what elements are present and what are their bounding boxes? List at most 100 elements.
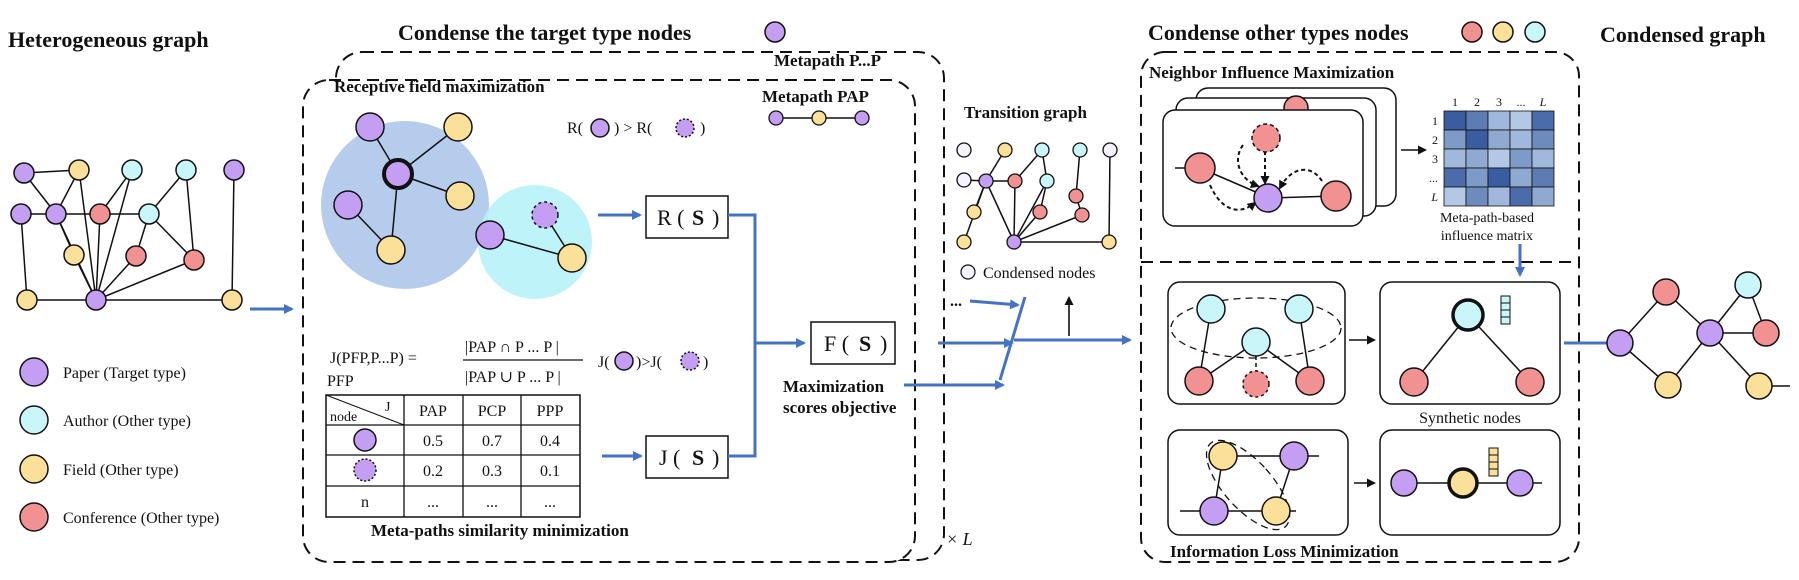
matrix-cell <box>1531 167 1555 188</box>
dashed-conference-node <box>1242 370 1270 398</box>
author-node <box>1241 327 1271 357</box>
condensed-node <box>1102 142 1118 158</box>
neighbor-title: Neighbor Influence Maximization <box>1149 63 1395 82</box>
matrix-cell <box>1509 186 1533 207</box>
formula-denominator: |PAP ∪ P ... P | <box>465 369 561 386</box>
author-node <box>1734 271 1762 299</box>
table-cell: 0.1 <box>540 463 560 480</box>
author-node <box>1034 142 1050 158</box>
r-box-s: S <box>692 205 704 230</box>
paper-node <box>1253 183 1283 213</box>
matrix-cell <box>1465 148 1489 169</box>
receptive-field-large <box>321 121 489 289</box>
field-node <box>443 112 473 142</box>
legend-field-label: Field (Other type) <box>63 462 179 479</box>
table-corner-j: J <box>385 400 391 415</box>
matrix-cell <box>1443 148 1467 169</box>
paper-node <box>531 201 559 229</box>
transition-graph <box>956 142 1118 250</box>
matrix-cell <box>1487 148 1511 169</box>
paper-node <box>1506 469 1534 497</box>
conference-node <box>1184 366 1214 396</box>
graph-edge <box>95 259 195 301</box>
paper-node <box>1006 234 1022 250</box>
matrix-row-label: 3 <box>1432 152 1438 166</box>
table-cell: ... <box>544 494 556 511</box>
author-node <box>121 159 143 181</box>
paper-node <box>45 203 67 225</box>
j-cmp-paper-icon <box>614 351 634 371</box>
matrix-cell <box>1443 110 1467 131</box>
conference-node <box>1295 366 1325 396</box>
merge-arrow-top <box>969 299 1020 310</box>
pap-paper-node <box>768 110 784 126</box>
graph-edge <box>231 169 235 301</box>
paper-node <box>382 158 414 190</box>
matrix-col-label: L <box>1539 95 1547 109</box>
synthetic-graph-1 <box>1399 295 1545 397</box>
matrix-col-label: 1 <box>1452 95 1458 109</box>
j-score-box <box>645 435 729 479</box>
paper-node <box>475 220 505 250</box>
graph-edge <box>78 169 97 301</box>
neighbor-graph <box>1175 123 1352 213</box>
title-author-icon <box>1524 21 1546 43</box>
matrix-row-label: 1 <box>1432 114 1438 128</box>
matrix-cell <box>1531 186 1555 207</box>
field-node <box>557 243 587 273</box>
field-node <box>376 235 406 265</box>
j-box-text-b: ) <box>712 445 719 470</box>
author-node <box>175 159 197 181</box>
f-box-s: S <box>859 331 871 356</box>
j-cmp-a: J( <box>598 354 610 371</box>
field-node <box>63 244 85 266</box>
field-node <box>1654 371 1682 399</box>
field-merge-card <box>1167 429 1349 536</box>
conference-node <box>1184 152 1216 184</box>
conference-node <box>89 203 111 225</box>
matrix-row-label: L <box>1430 190 1438 204</box>
feature-vector-icon <box>1488 447 1499 477</box>
r-cmp-b: ) > R( <box>614 120 652 137</box>
r-cmp-paper-icon <box>590 118 610 138</box>
table-cell: 0.3 <box>482 463 502 480</box>
graph-edge <box>20 213 28 301</box>
table-cell: ... <box>427 494 439 511</box>
table-cell: 0.4 <box>540 433 560 450</box>
r-cmp-dashed-paper-icon <box>675 118 695 138</box>
matrix-col-label: 3 <box>1496 95 1502 109</box>
matrix-cell <box>1443 186 1467 207</box>
author-node <box>1072 142 1088 158</box>
author-merge-graph <box>1170 294 1342 398</box>
legend: Paper (Target type) Author (Other type) … <box>19 357 219 532</box>
table-header-ppp: PPP <box>537 403 564 420</box>
f-box-text-b: ) <box>880 331 887 356</box>
conference-node <box>1515 367 1545 397</box>
matrix-cell <box>1443 167 1467 188</box>
author-node <box>1284 294 1314 324</box>
field-node <box>68 159 90 181</box>
paper-node <box>85 289 107 311</box>
r-j-bracket <box>728 213 757 458</box>
r-box-text-b: ) <box>712 205 719 230</box>
field-node <box>956 234 972 250</box>
similarity-table: J node PAP PCP PPP n 0.5 0.7 0.4 0.2 0.3… <box>325 394 581 518</box>
table-header-pcp: PCP <box>478 403 507 420</box>
f-score-box <box>810 321 896 365</box>
title-conference-icon <box>1461 21 1483 43</box>
info-loss-title: Information Loss Minimization <box>1170 542 1399 561</box>
legend-author-icon <box>19 405 49 435</box>
graph-edge <box>1013 180 1048 243</box>
author-node <box>1039 173 1055 189</box>
legend-conference-icon <box>19 502 49 532</box>
receptive-graph <box>333 112 587 273</box>
table-row1-paper-icon <box>353 428 377 452</box>
heterogeneous-graph <box>10 159 245 311</box>
field-node <box>1745 372 1773 400</box>
table-row3-label: n <box>361 494 369 511</box>
field-node <box>997 142 1013 158</box>
matrix-cell <box>1509 129 1533 150</box>
receptive-field-small <box>478 185 592 299</box>
field-node <box>1101 234 1117 250</box>
table-cell: ... <box>486 494 498 511</box>
